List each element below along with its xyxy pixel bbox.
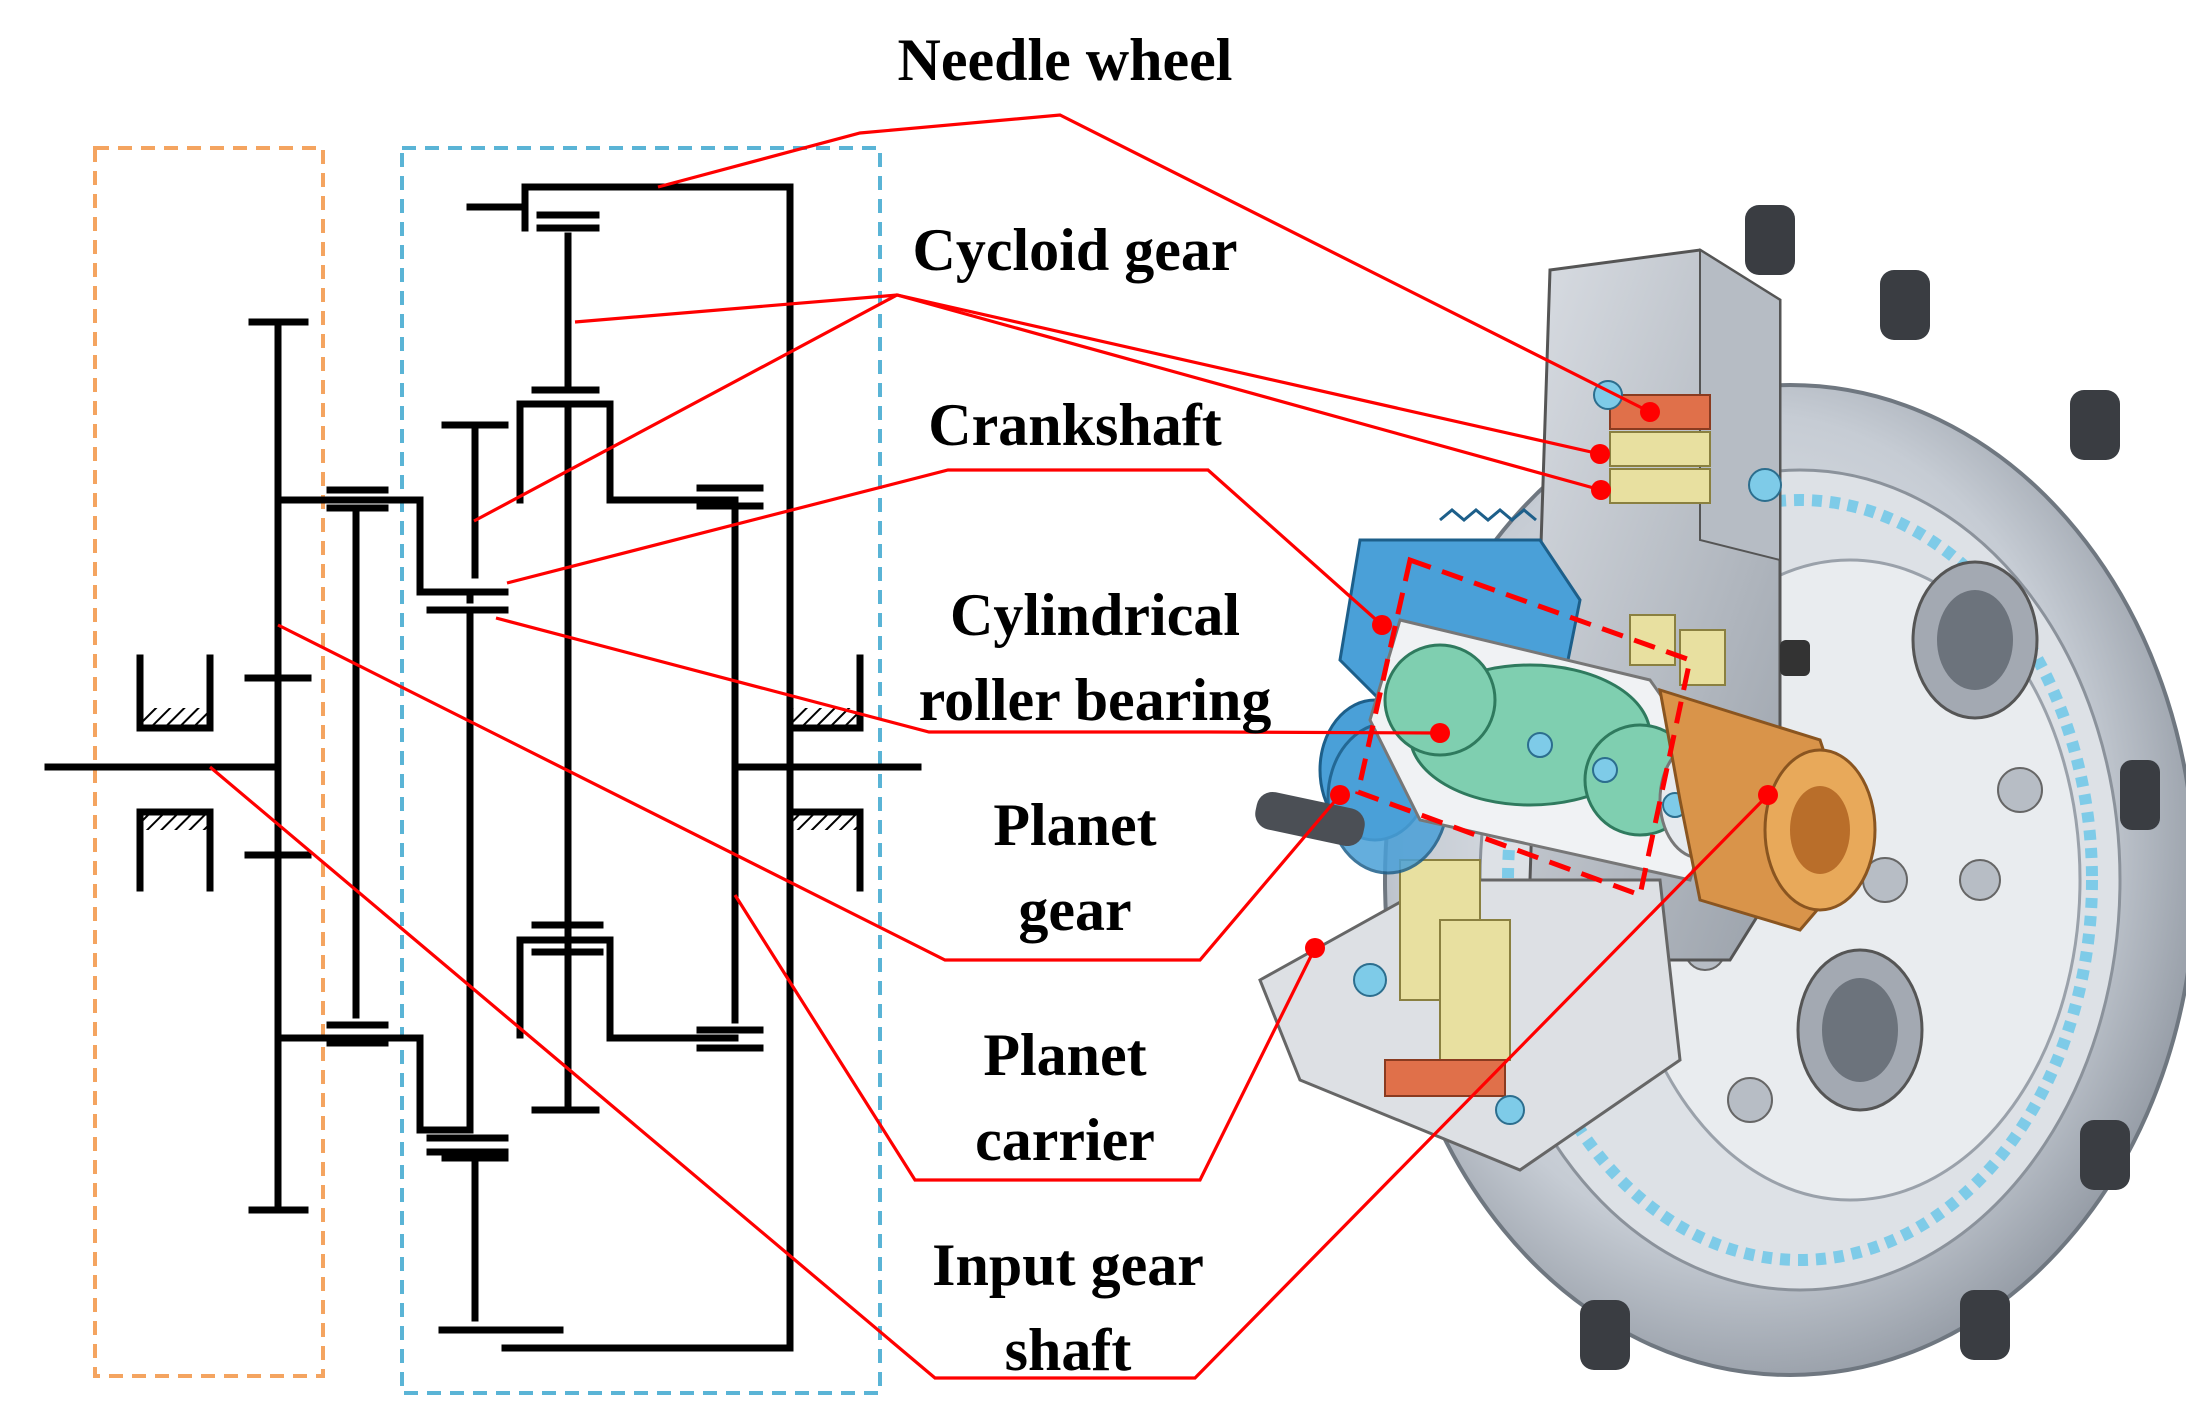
label-needle-wheel: Needle wheel xyxy=(898,27,1233,93)
second-stage-box xyxy=(400,146,882,1395)
label-crankshaft: Crankshaft xyxy=(928,392,1221,458)
leader-endpoints xyxy=(1305,402,1778,958)
part-labels: Needle wheel Cycloid gear Crankshaft Cyl… xyxy=(898,27,1272,1383)
label-planet-gear-line1: Planet xyxy=(993,792,1156,858)
label-cylindrical-line2: roller bearing xyxy=(919,667,1272,733)
first-stage-box xyxy=(93,146,325,1378)
label-planet-carrier-line2: carrier xyxy=(975,1107,1155,1173)
leader-lines xyxy=(208,113,1770,1380)
label-cycloid-gear: Cycloid gear xyxy=(913,217,1238,283)
kinematic-schematic xyxy=(44,183,922,1352)
label-cylindrical-line1: Cylindrical xyxy=(950,582,1240,648)
label-input-shaft-line2: shaft xyxy=(1005,1317,1132,1383)
label-planet-gear-line2: gear xyxy=(1018,877,1131,943)
label-input-shaft-line1: Input gear xyxy=(932,1232,1204,1298)
reducer-cutaway-illustration xyxy=(1255,205,2186,1377)
label-planet-carrier-line1: Planet xyxy=(983,1022,1146,1088)
